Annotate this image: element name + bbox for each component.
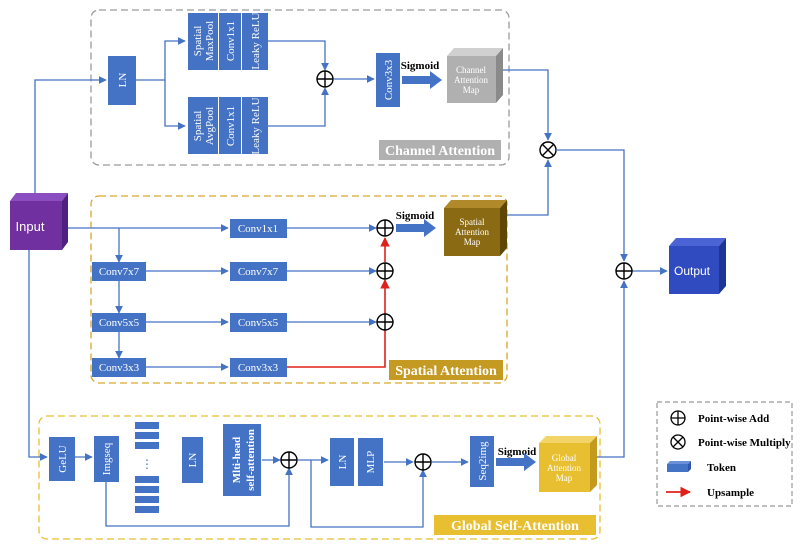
svg-text:Global: Global [552, 453, 577, 463]
spatial-attention-frame [90, 195, 508, 384]
spatial-maxpool-block: Spatial MaxPool [188, 13, 218, 70]
conv1x1-top-block: Conv1x1 [219, 13, 241, 70]
channel-attention-map-cube: Channel Attention Map [447, 48, 503, 103]
sigmoid-spatial-arrow: Sigmoid [396, 210, 436, 237]
spatial-attention-map-cube: Spatial Attention Map [444, 200, 507, 256]
token-stack: ⋮ [135, 422, 159, 513]
svg-text:Mlti-head: Mlti-head [231, 437, 243, 483]
svg-text:Sigmoid: Sigmoid [401, 60, 440, 72]
sa-conv5x5-a-block: Conv5x5 [92, 313, 146, 332]
mlp-block: MLP [358, 438, 383, 486]
add-icon [414, 453, 432, 471]
svg-text:Leaky ReLU: Leaky ReLU [250, 12, 262, 69]
svg-text:Conv3x3: Conv3x3 [238, 362, 279, 374]
svg-text:AvgPool: AvgPool [204, 107, 216, 145]
legend-upsample-label: Upsample [707, 487, 754, 499]
output-cube: Output [669, 238, 726, 294]
spatial-avgpool-block: Spatial AvgPool [188, 97, 218, 154]
sa-conv5x5-b-block: Conv5x5 [230, 313, 287, 332]
svg-text:Attention: Attention [547, 463, 581, 473]
global-attention-map-cube: Global Attention Map [539, 436, 597, 492]
svg-text:Spatial Attention: Spatial Attention [395, 364, 497, 379]
svg-text:Conv3x3: Conv3x3 [99, 362, 140, 374]
svg-text:Spatial: Spatial [192, 26, 204, 57]
imgseq-block: Imgseq [94, 436, 119, 482]
seq2img-block: Seq2img [470, 436, 494, 487]
leaky-relu-top-block: Leaky ReLU [242, 12, 268, 70]
svg-text:Input: Input [16, 219, 45, 234]
svg-text:Channel Attention: Channel Attention [385, 144, 495, 159]
spatial-attention-label: Spatial Attention [389, 360, 503, 380]
sigmoid-channel-arrow: Sigmoid [401, 60, 442, 89]
svg-text:Sigmoid: Sigmoid [498, 446, 537, 458]
svg-text:GeLU: GeLU [57, 445, 69, 473]
svg-text:Imgseq: Imgseq [101, 442, 113, 475]
conv1x1-bottom-block: Conv1x1 [219, 97, 241, 154]
svg-text:self-attention: self-attention [245, 429, 257, 491]
input-cube: Input [10, 193, 68, 250]
add-icon [670, 410, 686, 426]
add-icon [376, 262, 394, 280]
svg-text:LN: LN [187, 453, 199, 468]
sa-conv7x7-b-block: Conv7x7 [230, 262, 287, 281]
svg-text:Sigmoid: Sigmoid [396, 210, 435, 222]
svg-text:MLP: MLP [365, 451, 377, 474]
svg-text:Attention: Attention [454, 75, 488, 85]
ln-global-2-block: LN [330, 438, 354, 486]
legend: Point-wise Add Point-wise Multiply Token… [656, 401, 793, 507]
svg-text:Conv7x7: Conv7x7 [99, 266, 140, 278]
channel-attention-frame [90, 9, 510, 166]
svg-text:Seq2img: Seq2img [477, 441, 489, 481]
svg-text:Leaky ReLU: Leaky ReLU [250, 97, 262, 154]
global-attention-label: Global Self-Attention [434, 515, 596, 535]
svg-text:LN: LN [337, 455, 349, 470]
svg-text:Spatial: Spatial [192, 111, 204, 142]
multi-head-self-attention-block: Mlti-head self-attention [223, 424, 261, 496]
sa-conv1x1-block: Conv1x1 [230, 219, 287, 238]
legend-token-label: Token [707, 462, 736, 474]
multiply-icon [539, 141, 557, 159]
token-icon [667, 461, 691, 472]
multiply-icon [670, 434, 686, 450]
legend-multiply-label: Point-wise Multiply [698, 437, 791, 449]
svg-text:LN: LN [117, 73, 129, 88]
add-icon [316, 70, 334, 88]
svg-text:Map: Map [463, 85, 480, 95]
svg-text:Conv1x1: Conv1x1 [225, 106, 237, 146]
svg-text:Global Self-Attention: Global Self-Attention [451, 519, 579, 534]
svg-text:Conv1x1: Conv1x1 [225, 21, 237, 61]
conv3x3-channel-block: Conv3x3 [376, 53, 400, 107]
svg-text:Channel: Channel [456, 65, 486, 75]
add-icon [376, 313, 394, 331]
leaky-relu-bottom-block: Leaky ReLU [242, 97, 268, 155]
svg-text:⋮: ⋮ [141, 457, 153, 471]
svg-text:Conv5x5: Conv5x5 [99, 317, 140, 329]
legend-add-label: Point-wise Add [698, 413, 769, 425]
add-icon [615, 262, 633, 280]
sa-conv7x7-a-block: Conv7x7 [92, 262, 146, 281]
svg-text:Conv5x5: Conv5x5 [238, 317, 279, 329]
svg-text:MaxPool: MaxPool [204, 21, 216, 61]
svg-text:Conv7x7: Conv7x7 [238, 266, 279, 278]
global-attention-frame [38, 415, 601, 540]
svg-text:Output: Output [674, 264, 711, 278]
gelu-block: GeLU [49, 437, 75, 481]
svg-text:Spatial: Spatial [460, 217, 485, 227]
svg-text:Attention: Attention [455, 227, 489, 237]
sa-conv3x3-a-block: Conv3x3 [92, 358, 146, 377]
sigmoid-global-arrow: Sigmoid [496, 446, 536, 471]
svg-text:Conv3x3: Conv3x3 [383, 59, 395, 100]
add-icon [280, 451, 298, 469]
ln-global-1-block: LN [182, 437, 203, 483]
svg-text:Conv1x1: Conv1x1 [238, 223, 278, 235]
add-icon [376, 219, 394, 237]
ln-channel-block: LN [108, 56, 136, 105]
svg-text:Map: Map [464, 237, 481, 247]
channel-attention-label: Channel Attention [379, 140, 501, 160]
sa-conv3x3-b-block: Conv3x3 [230, 358, 287, 377]
svg-text:Map: Map [556, 473, 573, 483]
